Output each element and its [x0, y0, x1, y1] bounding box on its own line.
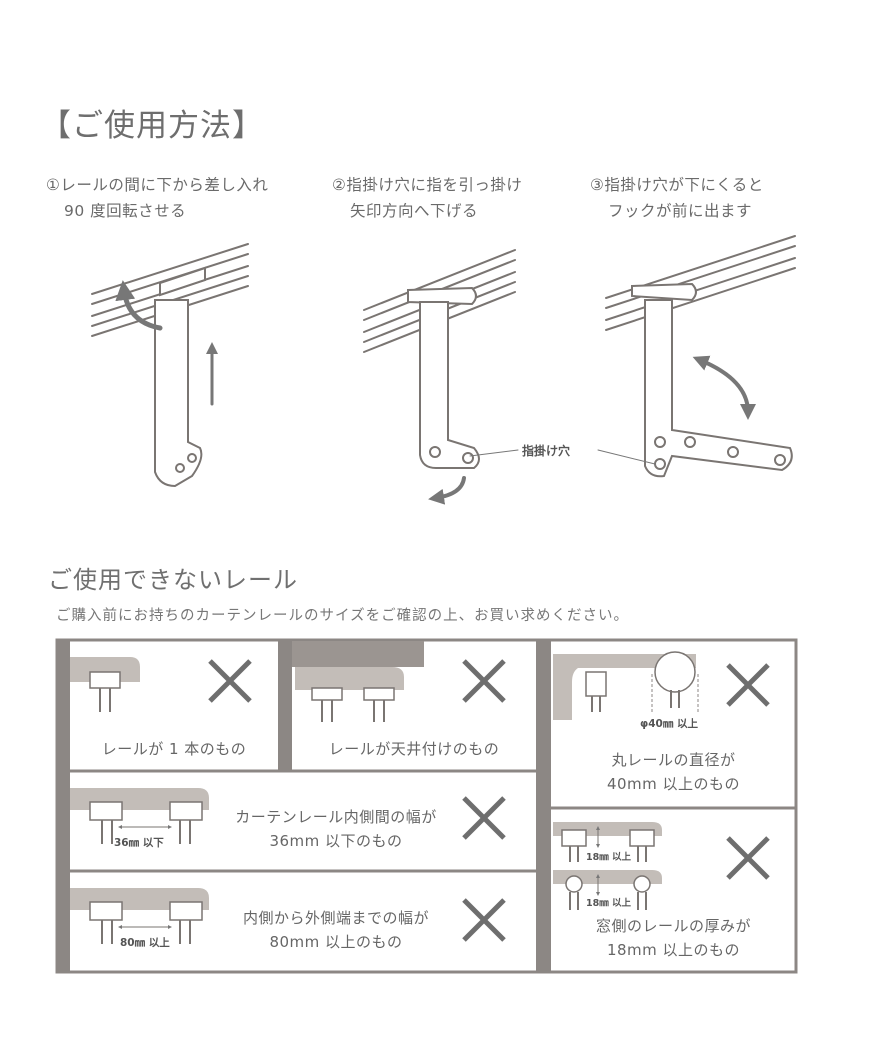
grid-frame [55, 638, 798, 974]
down-curve-arrow [428, 476, 466, 505]
step-3-line1: ③指掛け穴が下にくると [590, 176, 764, 194]
step-1-hook [154, 266, 206, 488]
step-2-line1: ②指掛け穴に指を引っ掛け [332, 176, 523, 194]
finger-hole-leader-1 [469, 449, 519, 457]
step-3-hook [631, 282, 793, 478]
step-2-text: ②指掛け穴に指を引っ掛け 矢印方向へ下げる [332, 172, 522, 224]
cell-2-cross-icon [462, 659, 506, 703]
cell-6-diagram [553, 822, 662, 910]
cell-5-dimension: 80㎜ 以上 [120, 937, 170, 949]
step-2-line2: 矢印方向へ下げる [350, 202, 479, 220]
cell-6-caption-line1: 窓側のレールの厚みが [595, 917, 751, 935]
cell-2-caption: レールが天井付けのもの [328, 740, 500, 758]
rotate-arrow [115, 280, 163, 331]
finger-hole-leader-2 [597, 449, 656, 465]
cell-1-caption: レールが 1 本のもの [101, 740, 247, 758]
cell-6-dimension-a: 18㎜ 以上 [586, 852, 632, 863]
step-2-hook [407, 286, 480, 469]
step-3-line2: フックが前に出ます [608, 202, 753, 220]
cell-5-caption: 内側から外側端までの幅が 80mm 以上のもの [212, 906, 460, 954]
cell-1-cross-icon [208, 659, 252, 703]
cell-3-diagram [553, 651, 699, 720]
step-1-line2: 90 度回転させる [64, 202, 187, 220]
cell-3-cross-icon [726, 663, 770, 707]
usage-title: 【ご使用方法】 [40, 108, 264, 144]
cell-1-diagram [70, 657, 140, 712]
step-2-illustration [363, 249, 519, 505]
cell-3-dimension: φ40㎜ 以上 [640, 718, 698, 730]
cell-3-caption-line2: 40mm 以上のもの [606, 775, 741, 793]
step-3-illustration [597, 235, 796, 478]
step-1-text: ①レールの間に下から差し入れ 90 度回転させる [46, 172, 268, 224]
cell-4-diagram [70, 788, 209, 844]
cell-5-caption-line2: 80mm 以上のもの [269, 933, 403, 951]
cell-4-cross-icon [462, 796, 506, 840]
cell-4-dimension: 36㎜ 以下 [114, 837, 164, 849]
cell-2-diagram [292, 641, 424, 722]
cell-4-caption: カーテンレール内側間の幅が 36mm 以下のもの [212, 805, 460, 853]
cell-6-caption-line2: 18mm 以上のもの [606, 941, 741, 959]
unusable-title: ご使用できないレール [48, 566, 298, 594]
unusable-note: ご購入前にお持ちのカーテンレールのサイズをご確認の上、お買い求めください。 [56, 608, 630, 624]
swing-arrow [692, 355, 756, 420]
cell-5-caption-line1: 内側から外側端までの幅が [242, 909, 429, 927]
cell-4-caption-line2: 36mm 以下のもの [269, 832, 403, 850]
usage-illustrations [91, 235, 796, 505]
cell-5-diagram [70, 888, 209, 944]
cell-6-dimension-b: 18㎜ 以上 [586, 898, 632, 909]
cell-5-cross-icon [462, 898, 506, 942]
step-1-illustration [91, 243, 249, 488]
cell-4-caption-line1: カーテンレール内側間の幅が [235, 808, 437, 826]
cell-6-cross-icon [726, 836, 770, 880]
cell-6-caption: 窓側のレールの厚みが 18mm 以上のもの [551, 914, 796, 962]
cell-3-caption-line1: 丸レールの直径が [611, 751, 736, 769]
step-1-line1: ①レールの間に下から差し入れ [46, 176, 269, 194]
cell-3-caption: 丸レールの直径が 40mm 以上のもの [551, 748, 796, 796]
step-3-text: ③指掛け穴が下にくると フックが前に出ます [590, 172, 764, 224]
finger-hole-label: 指掛け穴 [522, 444, 571, 458]
